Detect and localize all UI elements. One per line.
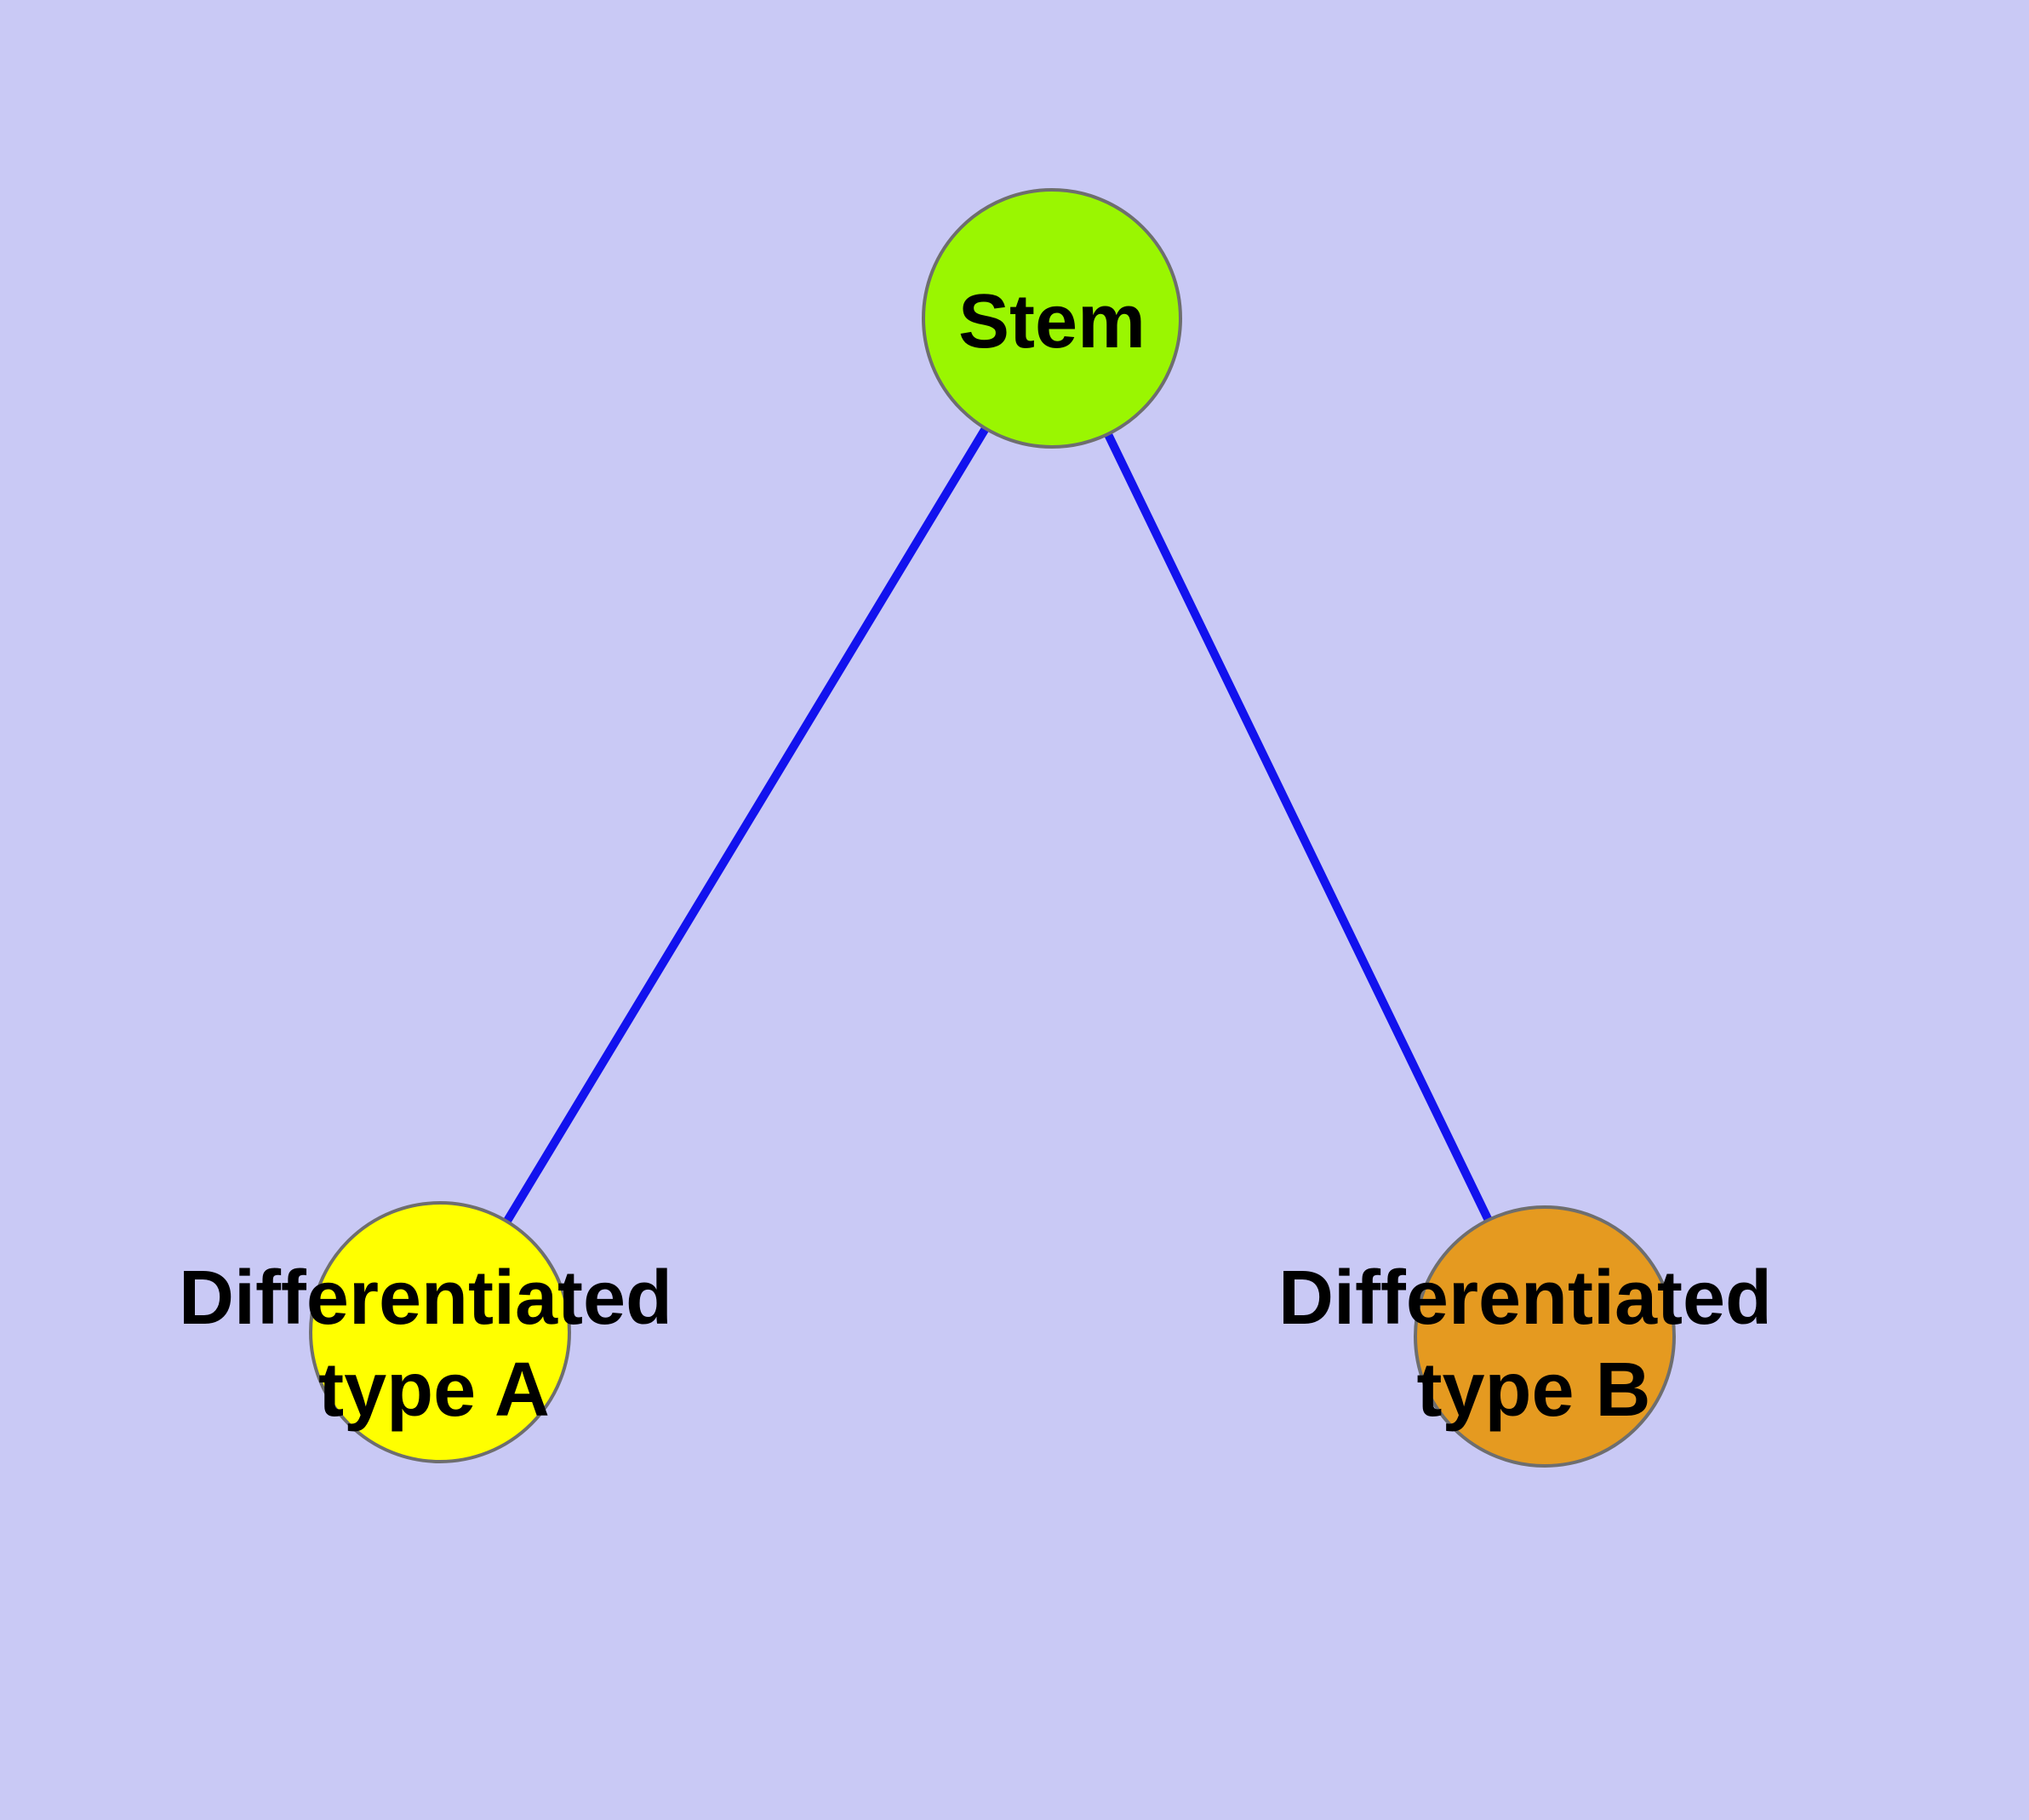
type-a-node — [309, 1201, 571, 1463]
type-b-label-line-2: type B — [1416, 1348, 1650, 1433]
edge-stem-to-type-b — [1048, 316, 1549, 1339]
type-b-node — [1414, 1205, 1676, 1468]
type-a-label-line-1: Differentiated — [179, 1256, 672, 1341]
edge-stem-to-type-a — [436, 316, 1056, 1335]
stem-node-label: Stem — [958, 279, 1146, 364]
type-b-label-line-1: Differentiated — [1278, 1256, 1772, 1341]
stem-node — [922, 188, 1182, 449]
type-a-label-line-2: type A — [318, 1348, 550, 1433]
